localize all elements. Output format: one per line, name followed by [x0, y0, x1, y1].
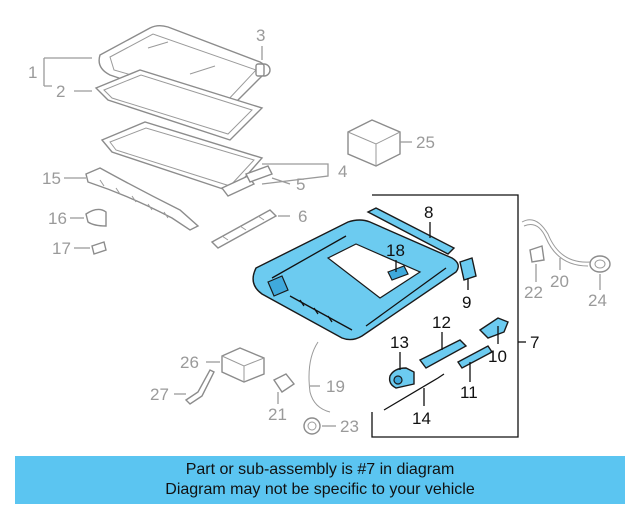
drain-tube-part	[308, 341, 331, 413]
linkage-part	[478, 317, 509, 339]
control-module-part	[347, 119, 401, 167]
callout-9: 9	[462, 293, 471, 312]
callout-12: 12	[432, 313, 451, 332]
center-bracket-part	[387, 265, 409, 281]
assembly-7-outline	[371, 194, 519, 438]
callout-27: 27	[150, 385, 169, 404]
callout-21: 21	[268, 405, 287, 424]
rear-grommet-part	[589, 255, 611, 273]
small-clip-part	[91, 241, 107, 255]
callout-11: 11	[460, 383, 478, 402]
glass-frame-part	[94, 69, 264, 141]
banner-line-1: Part or sub-assembly is #7 in diagram	[185, 461, 455, 478]
weatherstrip-part	[85, 167, 200, 231]
callout-14: 14	[412, 409, 431, 428]
side-bracket-part	[459, 257, 477, 281]
guide-rail-part	[418, 339, 468, 369]
slider-part	[456, 345, 494, 369]
hose-clip-part	[529, 245, 545, 263]
bracket-part	[85, 208, 107, 227]
callout-3: 3	[256, 26, 265, 45]
callout-23: 23	[340, 417, 359, 436]
callout-18: 18	[386, 241, 405, 260]
callout-6: 6	[298, 207, 307, 226]
callout-16: 16	[48, 209, 67, 228]
callout-8: 8	[424, 203, 433, 222]
callout-22: 22	[524, 283, 543, 302]
motor-part	[221, 347, 265, 383]
callout-7: 7	[530, 333, 539, 352]
callout-24: 24	[588, 291, 607, 310]
callout-15: 15	[42, 169, 61, 188]
callout-25: 25	[416, 133, 435, 152]
callout-1: 1	[28, 63, 37, 82]
clip-parts	[220, 165, 273, 197]
tube-clip-part	[272, 373, 296, 393]
front-rail-part	[366, 207, 456, 255]
sunroof-housing-part	[252, 219, 459, 341]
callout-10: 10	[488, 347, 507, 366]
callout-4: 4	[338, 162, 347, 181]
drive-cable-part	[383, 373, 445, 411]
grommet-part	[303, 417, 321, 435]
callout-2: 2	[56, 82, 65, 101]
rail-part	[210, 209, 278, 249]
drive-motor-part	[388, 367, 415, 389]
info-banner: Part or sub-assembly is #7 in diagram Di…	[15, 456, 625, 504]
callout-26: 26	[180, 353, 199, 372]
leader-lines	[43, 46, 601, 427]
parts-diagram: 1 2 3 4 5 6 15 16 17 25 26 27 19 21 23 2…	[28, 25, 611, 438]
rear-drain-hose-part	[521, 219, 591, 263]
callout-20: 20	[550, 272, 569, 291]
callout-19: 19	[326, 377, 345, 396]
callout-5: 5	[296, 175, 305, 194]
drain-hose-part	[184, 369, 215, 405]
callout-13: 13	[390, 333, 409, 352]
callout-17: 17	[52, 239, 71, 258]
banner-line-2: Diagram may not be specific to your vehi…	[165, 481, 475, 498]
bolt-part	[255, 63, 271, 77]
